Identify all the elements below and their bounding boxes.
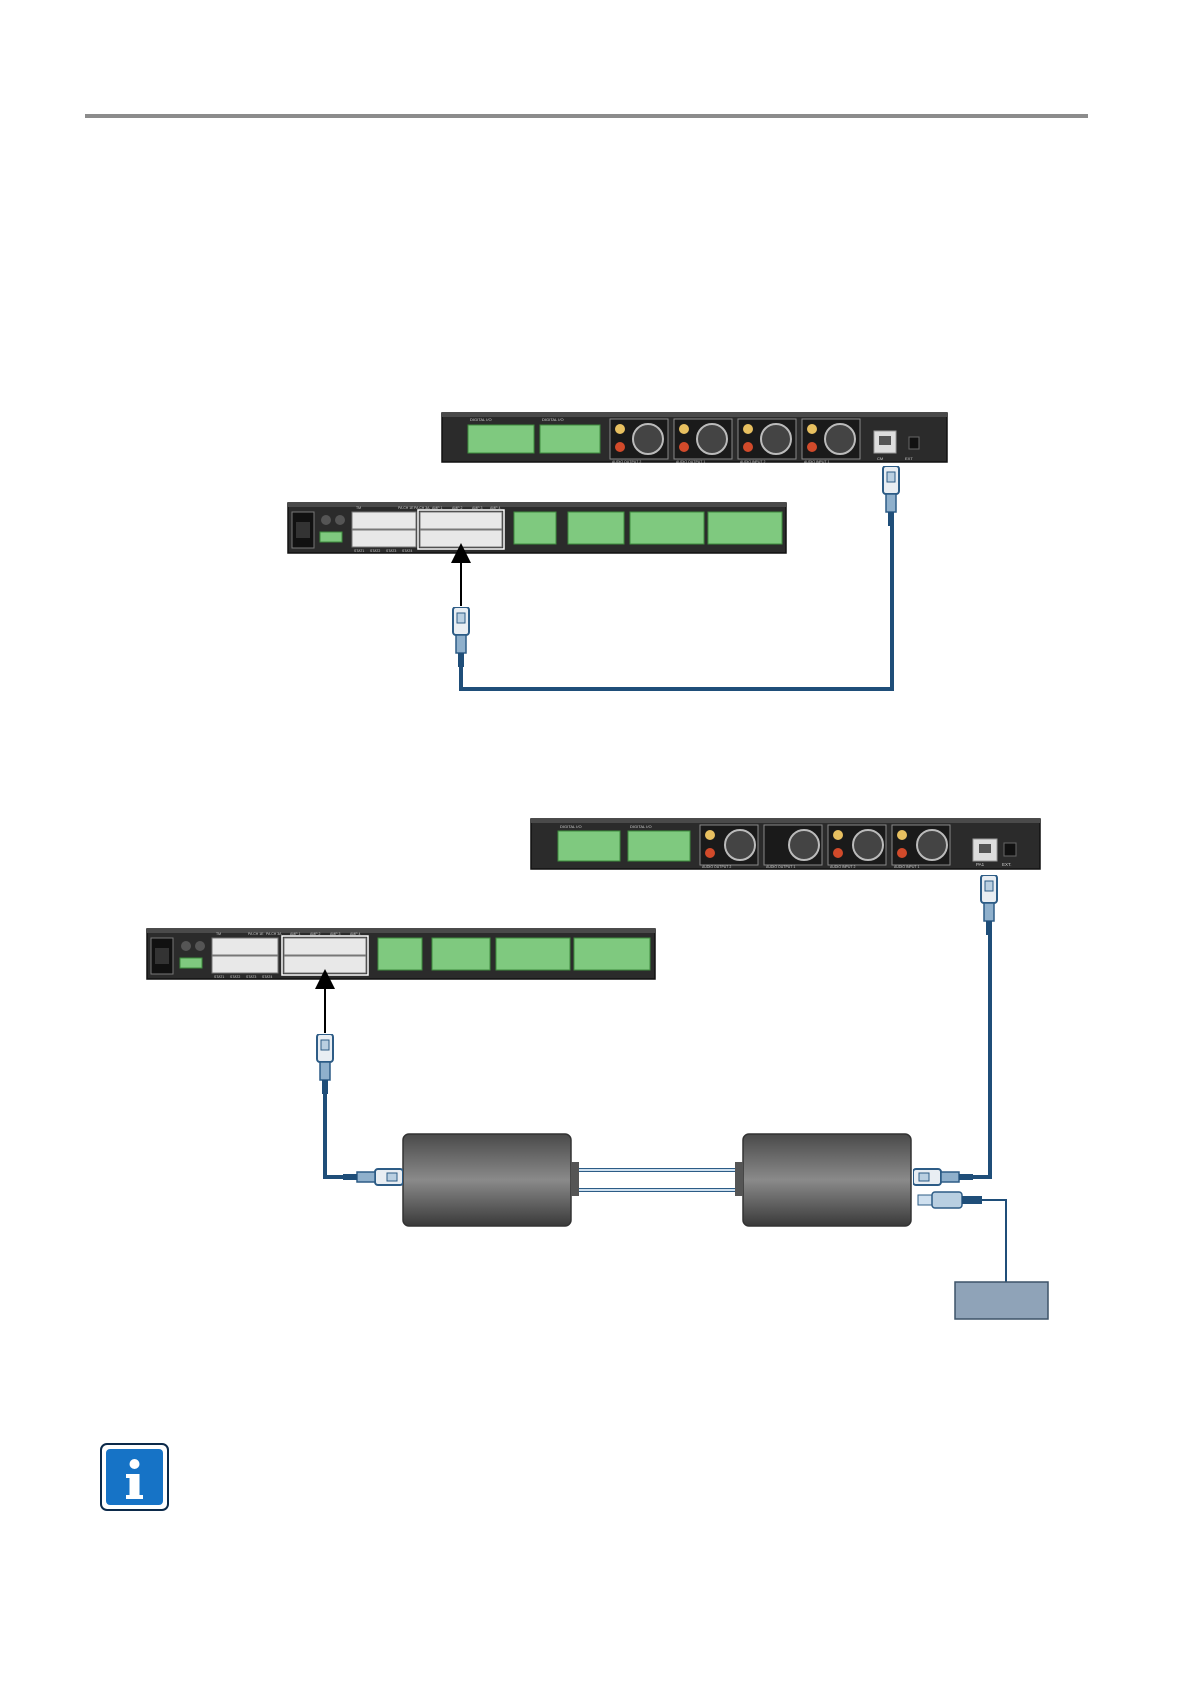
- ctrl2-port-label-4: AMP 1: [290, 932, 300, 936]
- rj45-plug-icon: [343, 1168, 403, 1186]
- amp2-port-label-ext: EXT.: [1002, 862, 1012, 867]
- ctrl1-port-label-4: AMP 1: [432, 506, 442, 510]
- ethernet-cable: [459, 526, 894, 691]
- amp1-group-label-4: AUDIO OUTPUT 1: [676, 460, 705, 464]
- rj45-plug-icon: [913, 1168, 973, 1186]
- ctrl1-port-label-9: STAT2: [370, 549, 380, 553]
- ctrl2-port-label-6: AMP 3: [330, 932, 340, 936]
- controller-rj45-ports: [351, 509, 505, 550]
- amp1-group-label-1: DIGITAL I/O: [470, 417, 492, 422]
- ctrl1-port-label-7: AMP 4: [490, 506, 500, 510]
- amplifier-rear-panel: DIGITAL I/O DIGITAL I/O AUDIO OUTPUT 2 A…: [441, 412, 948, 464]
- controller-rear-panel: TM PA CH 1E PA CH 3A AMP 1 AMP 2 AMP 3 A…: [146, 928, 656, 980]
- ctrl2-port-label-3: PA CH 3A: [266, 932, 282, 936]
- ctrl2-port-label-2: PA CH 1E: [248, 932, 264, 936]
- extender-box-right: [742, 1133, 912, 1227]
- diagram-direct-connection: DIGITAL I/O DIGITAL I/O AUDIO OUTPUT 2 A…: [287, 412, 948, 691]
- ctrl1-port-label-8: STAT1: [354, 549, 364, 553]
- power-plug: [917, 1191, 982, 1209]
- rj45-plug-icon: [316, 1034, 334, 1094]
- info-icon: [100, 1443, 169, 1511]
- xlr-section: [609, 418, 861, 460]
- ctrl2-port-label-10: STAT3: [246, 975, 256, 979]
- header-rule: [85, 114, 1088, 118]
- ctrl1-port-label-1: TM: [356, 506, 361, 510]
- amp2-group-label-2: DIGITAL I/O: [630, 824, 652, 829]
- ctrl1-port-label-3: PA CH 3A: [414, 506, 430, 510]
- rj45-plug-icon: [882, 466, 900, 526]
- amp1-group-label-6: AUDIO INPUT 1: [804, 460, 829, 464]
- rj45-plug-icon: [980, 875, 998, 935]
- extender-box-left: [402, 1133, 572, 1227]
- ctrl1-port-label-11: STAT4: [402, 549, 412, 553]
- ctrl2-port-label-5: AMP 2: [310, 932, 320, 936]
- amp1-group-label-2: DIGITAL I/O: [542, 417, 564, 422]
- amp2-group-label-3: AUDIO OUTPUT 2: [702, 865, 731, 869]
- digital-io-terminals: [467, 424, 601, 454]
- ctrl1-port-label-5: AMP 2: [452, 506, 462, 510]
- ctrl2-port-label-7: AMP 4: [350, 932, 360, 936]
- amp2-group-label-6: AUDIO INPUT 1: [894, 865, 919, 869]
- power-supply-box: [954, 1281, 1049, 1320]
- ethernet-cable: [323, 1094, 343, 1179]
- amp1-port-label-cm: CM: [877, 456, 883, 461]
- amplifier-rear-panel: DIGITAL I/O DIGITAL I/O AUDIO OUTPUT 2 A…: [530, 818, 1041, 870]
- ctrl1-port-label-2: PA CH 1E: [398, 506, 414, 510]
- amp2-group-label-4: AUDIO OUTPUT 1: [766, 865, 795, 869]
- controller-rear-panel: TM PA CH 1E PA CH 3A AMP 1 AMP 2 AMP 3 A…: [287, 502, 787, 554]
- ctrl2-port-label-11: STAT4: [262, 975, 272, 979]
- rj45-plug-icon: [452, 607, 470, 667]
- diagram-extended-connection: DIGITAL I/O DIGITAL I/O AUDIO OUTPUT 2 A…: [146, 818, 1049, 1320]
- ctrl2-port-label-1: TM: [216, 932, 221, 936]
- ctrl2-port-label-8: STAT1: [214, 975, 224, 979]
- ctrl2-port-label-9: STAT2: [230, 975, 240, 979]
- amp1-port-label-ext: EXT: [905, 456, 913, 461]
- extender-link: [579, 1168, 735, 1192]
- amp2-group-label-1: DIGITAL I/O: [560, 824, 582, 829]
- amp1-group-label-3: AUDIO OUTPUT 2: [612, 460, 641, 464]
- ctrl1-port-label-6: AMP 3: [472, 506, 482, 510]
- amp2-port-label-pa1: PA1: [976, 862, 985, 867]
- ethernet-cable: [973, 935, 992, 1179]
- amp2-group-label-5: AUDIO INPUT 2: [830, 865, 855, 869]
- ctrl1-port-label-10: STAT3: [386, 549, 396, 553]
- amp1-group-label-5: AUDIO INPUT 2: [740, 460, 765, 464]
- power-cable: [982, 1199, 1007, 1282]
